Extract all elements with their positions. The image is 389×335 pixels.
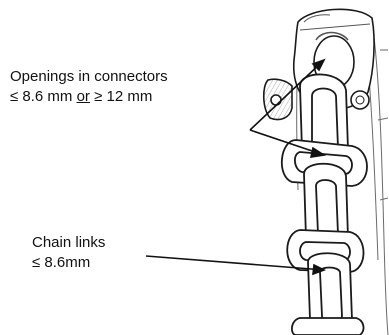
openings-line2-suffix: ≥ 12 mm [90, 88, 152, 105]
openings-line2: ≤ 8.6 mm or ≥ 12 mm [10, 87, 168, 107]
chain-links-line2: ≤ 8.6mm [32, 253, 105, 273]
openings-line2-prefix: ≤ 8.6 mm [10, 88, 77, 105]
openings-annotation: Openings in connectors ≤ 8.6 mm or ≥ 12 … [10, 67, 168, 107]
chain-links-line1: Chain links [32, 233, 105, 253]
chain-links-annotation: Chain links ≤ 8.6mm [32, 233, 105, 273]
openings-line2-or: or [77, 88, 90, 105]
openings-line1: Openings in connectors [10, 67, 168, 87]
